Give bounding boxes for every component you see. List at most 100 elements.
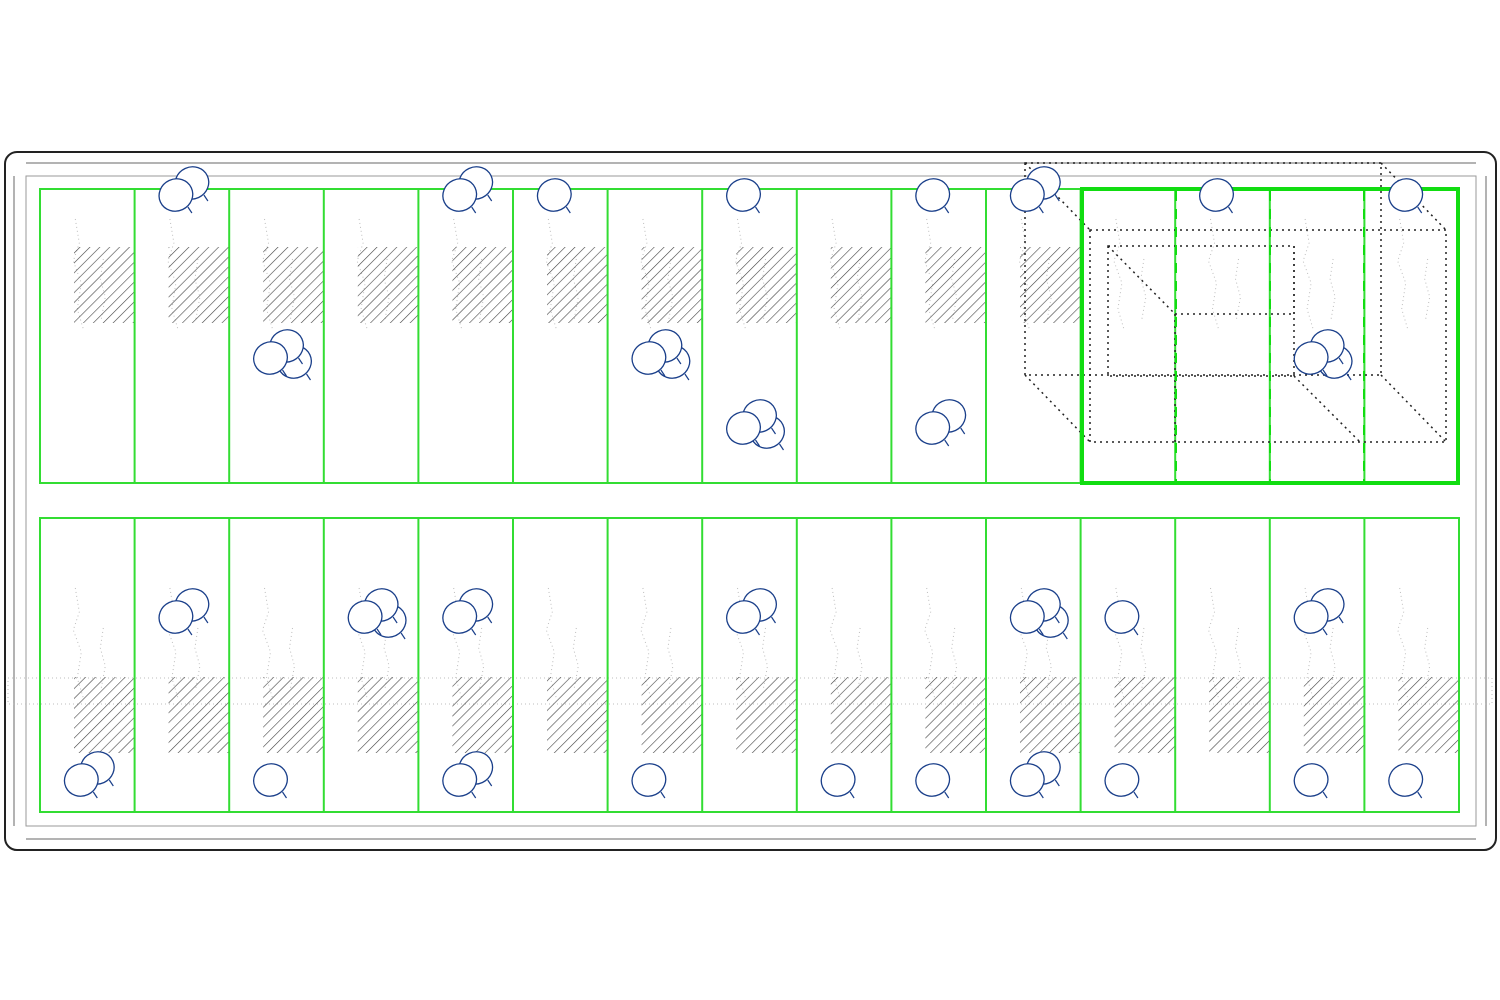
bubble-tail: [1322, 628, 1328, 636]
bubble-tail: [187, 206, 193, 214]
bubble-tail: [471, 628, 477, 636]
bubble-tail: [755, 206, 760, 214]
bubble-tail: [487, 779, 493, 787]
bubble-tail: [282, 791, 287, 799]
hatched-block: [1303, 677, 1364, 753]
bubble-tail: [1054, 194, 1060, 202]
bubble-tail: [487, 194, 493, 202]
hatched-block: [1114, 677, 1175, 753]
bubble-tail: [676, 357, 682, 365]
bubble-tail: [1133, 791, 1139, 799]
bubble-group: [820, 763, 856, 799]
bubble-tail: [1338, 616, 1344, 624]
bubble-group: [1104, 763, 1140, 799]
bubble-group: [442, 166, 494, 214]
hatched-block: [830, 247, 891, 323]
hatched-block: [641, 247, 702, 323]
bubble-group: [915, 178, 951, 214]
sketch-stroke: [1140, 258, 1147, 320]
perspective-box: [1024, 162, 1447, 443]
sketch-stroke: [1397, 218, 1409, 330]
bubble-tail: [1338, 357, 1344, 365]
bubble-marker: [536, 178, 572, 212]
bubble-group: [347, 588, 407, 640]
bubble-tail: [298, 357, 303, 365]
bubble-group: [536, 178, 572, 214]
bubble-group: [726, 399, 785, 451]
frame-outline: [4, 151, 1497, 851]
bubble-marker: [1104, 600, 1140, 634]
bubble-tail: [944, 791, 950, 799]
bubble-marker: [158, 178, 194, 212]
bubble-tail: [684, 373, 690, 381]
bubble-group: [1388, 178, 1424, 214]
bubble-group: [158, 588, 210, 636]
bubble-tail: [471, 206, 477, 214]
bubble-marker: [1104, 763, 1140, 797]
bubble-group: [726, 588, 777, 636]
bubble-marker: [915, 178, 951, 212]
hatched-block: [547, 677, 607, 753]
highlight-outline: [1080, 187, 1460, 485]
hatched-block: [74, 677, 134, 753]
bubble-tail: [660, 791, 666, 799]
bubble-group: [1293, 763, 1329, 799]
bubble-markers: [63, 166, 1424, 799]
bubble-tail: [755, 439, 760, 447]
bubble-tail: [1417, 791, 1423, 799]
outer-frame: [4, 151, 1497, 851]
hatched-block: [74, 247, 134, 323]
bubble-group: [631, 763, 667, 799]
bubble-tail: [779, 443, 784, 451]
bubble-group: [915, 763, 951, 799]
bubble-tail: [1228, 206, 1233, 214]
bubble-tail: [849, 791, 855, 799]
bubble-tail: [203, 194, 209, 202]
bottom-row-outline: [39, 517, 1460, 813]
inner-box-edge: [1293, 375, 1361, 443]
bubble-tail: [1038, 628, 1044, 636]
hatched-block: [641, 677, 702, 753]
bubble-group: [1388, 763, 1424, 799]
bubble-group: [1104, 600, 1140, 636]
bubble-tail: [1038, 206, 1044, 214]
bubble-group: [442, 751, 494, 799]
bubble-marker: [631, 763, 667, 797]
sketch-stroke: [1302, 218, 1314, 330]
bubble-tail: [1417, 206, 1423, 214]
bubble-group: [631, 329, 691, 381]
hatched-block: [452, 247, 513, 323]
bubble-marker: [1009, 763, 1045, 797]
bubble-tail: [203, 616, 209, 624]
hatched-block: [357, 677, 418, 753]
bubble-tail: [565, 206, 571, 214]
bubble-tail: [771, 616, 776, 624]
bubble-tail: [282, 369, 287, 377]
hatched-block: [830, 677, 891, 753]
bubble-marker: [1009, 600, 1045, 634]
bubble-tail: [1062, 632, 1068, 640]
bubble-tail: [92, 791, 98, 799]
sketch-stroke: [1113, 218, 1125, 330]
bubble-tail: [471, 791, 477, 799]
bubble-group: [158, 166, 210, 214]
bubble-group: [1199, 178, 1234, 214]
sketch-stroke: [1207, 218, 1219, 330]
hatched-block: [736, 677, 797, 753]
hatched-block: [1209, 677, 1270, 753]
hatched-block: [263, 677, 324, 753]
bubble-tail: [660, 369, 666, 377]
bubble-marker: [1293, 600, 1329, 634]
hatched-block: [736, 247, 797, 323]
hatched-blocks: [74, 247, 1459, 753]
hatched-block: [925, 247, 986, 323]
hatched-block: [1020, 677, 1080, 753]
hatched-block: [547, 247, 607, 323]
bubble-tail: [376, 628, 382, 636]
bubble-marker: [442, 600, 478, 634]
hatched-block: [357, 247, 418, 323]
bubble-marker: [1009, 178, 1045, 212]
frame-inner-outline: [25, 175, 1477, 827]
bubble-tail: [1322, 791, 1328, 799]
bubble-marker: [915, 411, 951, 445]
